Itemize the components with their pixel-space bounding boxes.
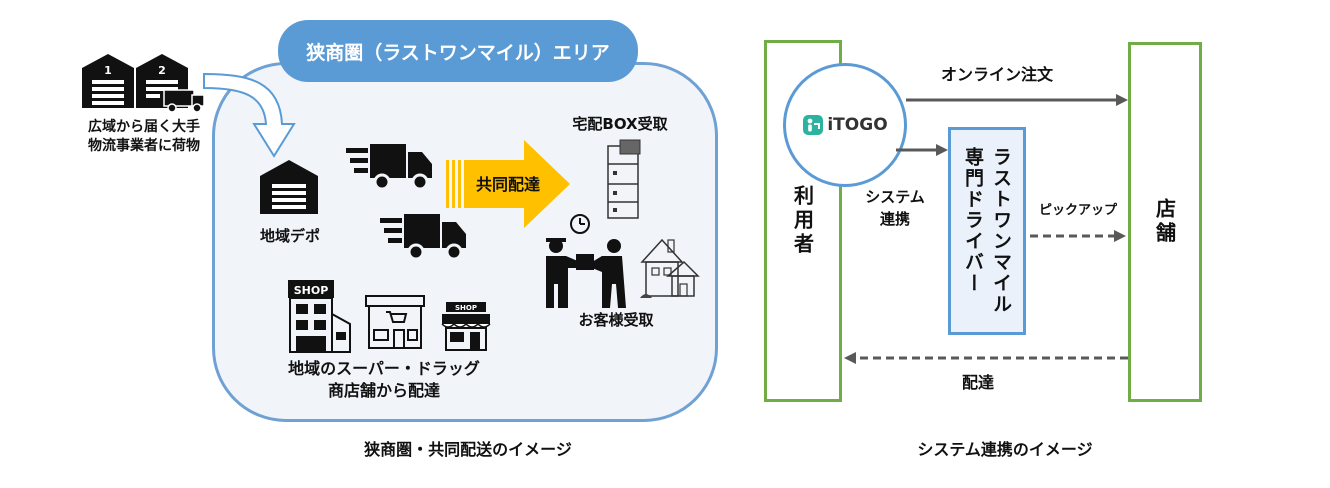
warehouse-number-1: 1 <box>104 64 112 77</box>
online-order-arrow <box>906 94 1128 106</box>
store-delivery-label-line2: 商店舗から配達 <box>327 381 440 400</box>
depot-label: 地域デポ <box>259 227 320 245</box>
customer-label: お客様受取 <box>578 311 654 329</box>
right-caption: システム連携のイメージ <box>917 440 1093 459</box>
shop-front-icon: SHOP <box>441 302 491 351</box>
pickup-arrow <box>1030 230 1126 242</box>
driver-label: ラストワンマイル 専門ドライバー <box>959 147 1015 315</box>
store-box: 店舗 <box>1128 42 1202 402</box>
system-link-arrow <box>896 144 948 156</box>
area-title: 狭商圏（ラストワンマイル）エリア <box>278 20 638 82</box>
joint-delivery-label: 共同配達 <box>475 175 540 194</box>
itogo-logo-text: iTOGO <box>827 115 888 135</box>
joint-delivery-arrow <box>446 140 570 228</box>
pickup-label: ピックアップ <box>1038 203 1117 218</box>
warehouse-number-2: 2 <box>158 64 166 77</box>
locker-label: 宅配BOX受取 <box>572 115 668 133</box>
system-link-label: システム 連携 <box>852 186 938 230</box>
driver-box: ラストワンマイル 専門ドライバー <box>948 127 1026 335</box>
store-delivery-label: 地域のスーパー・ドラッグ 商店舗から配達 <box>234 358 534 402</box>
driver-label-line2: 専門ドライバー <box>962 147 984 294</box>
shipper-label-line2: 物流事業者に荷物 <box>88 138 200 154</box>
incoming-arrow <box>203 72 296 158</box>
system-link-label-line1: システム <box>865 188 925 206</box>
truck-icon <box>346 144 432 191</box>
store-label: 店舗 <box>1152 198 1177 246</box>
shop-sign-text: SHOP <box>455 304 477 312</box>
store-delivery-label-line1: 地域のスーパー・ドラッグ <box>288 359 480 378</box>
courier-handover-icon <box>546 214 626 308</box>
itogo-logo-icon <box>803 115 824 135</box>
convenience-store-icon <box>365 295 425 349</box>
warehouse-icon: 1 2 <box>82 54 205 113</box>
shop-sign-text: SHOP <box>294 284 329 297</box>
shipper-label-line1: 広域から届く大手 <box>88 119 200 135</box>
online-order-label: オンライン注文 <box>940 65 1053 84</box>
delivery-label: 配達 <box>961 373 994 392</box>
delivery-arrow <box>844 352 1128 364</box>
parcel-locker-icon <box>607 139 641 219</box>
shipper-label: 広域から届く大手 物流事業者に荷物 <box>56 118 232 156</box>
truck-icon <box>380 214 466 261</box>
system-link-label-line2: 連携 <box>879 210 910 228</box>
user-label: 利用者 <box>790 185 815 257</box>
driver-label-line1: ラストワンマイル <box>990 147 1012 315</box>
itogo-logo-circle: iTOGO <box>783 63 907 187</box>
left-caption: 狭商圏・共同配送のイメージ <box>364 440 572 459</box>
store-building-icon: SHOP <box>288 280 351 353</box>
depot-icon <box>260 160 318 214</box>
house-icon <box>640 238 700 298</box>
